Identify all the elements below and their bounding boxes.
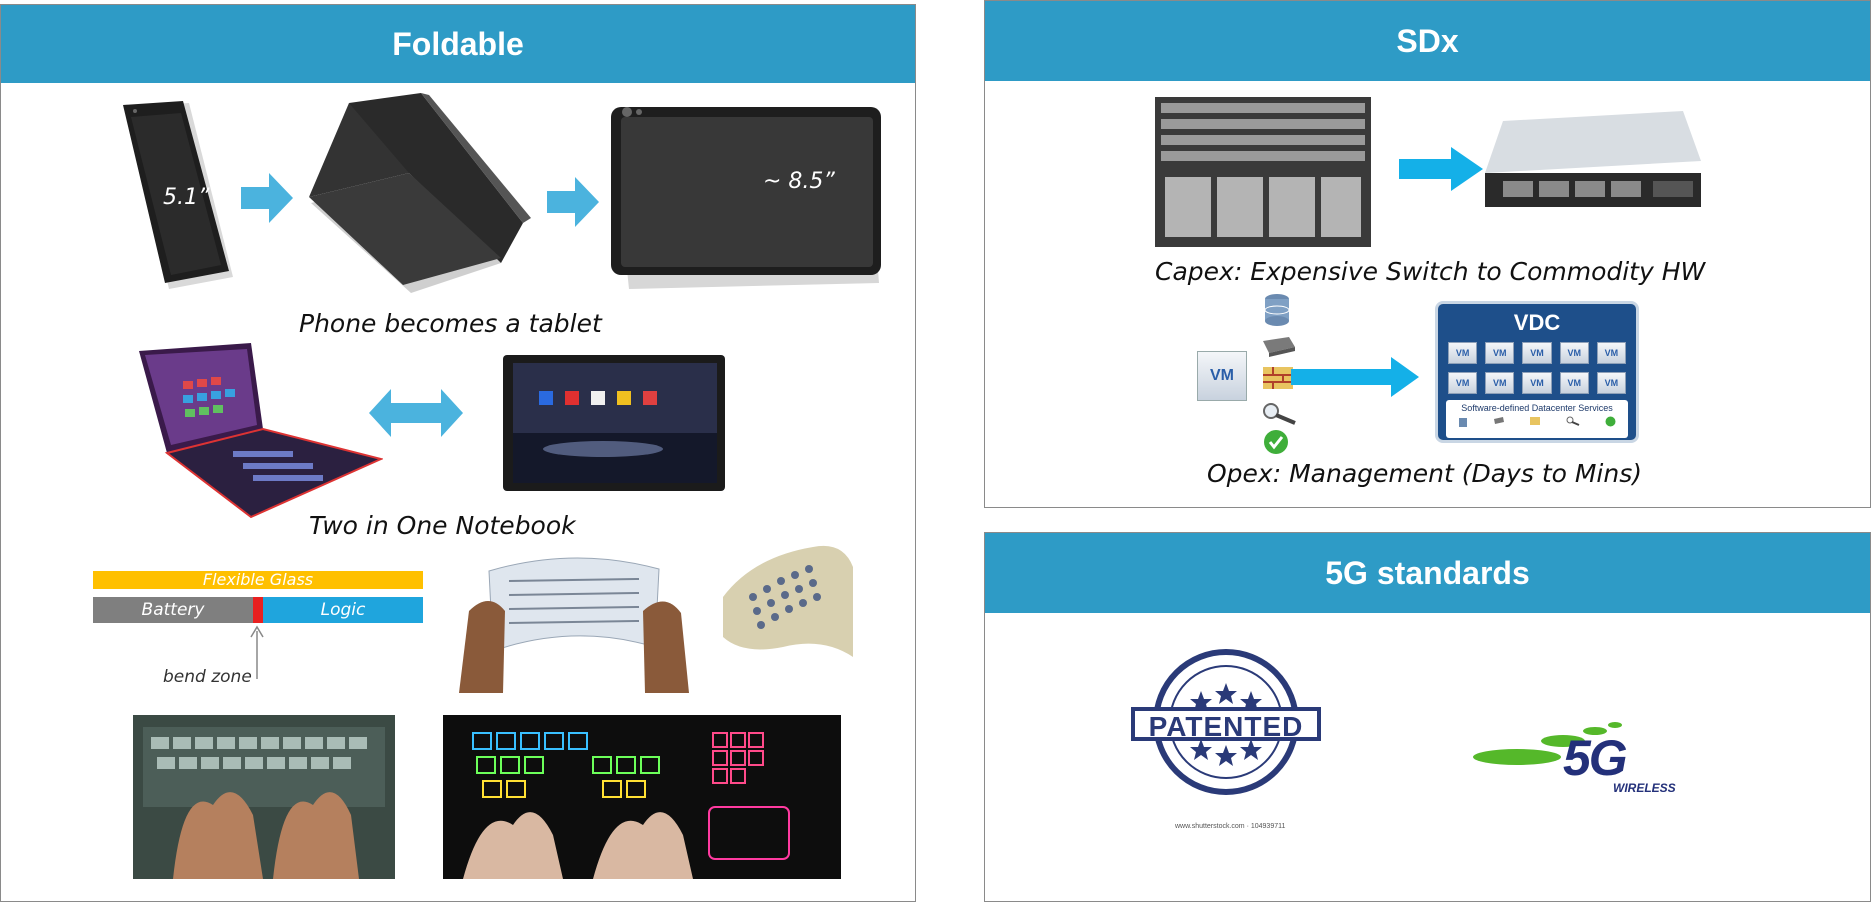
bend-zone-marker — [253, 597, 263, 623]
magnifier-icon — [1261, 401, 1299, 425]
vdc-vm-tile: VM — [1559, 372, 1589, 394]
vdc-title: VDC — [1513, 310, 1561, 335]
arrow-right-icon — [1291, 357, 1419, 397]
vdc-vm-tile: VM — [1485, 372, 1515, 394]
caption-phone-tablet: Phone becomes a tablet — [299, 309, 602, 338]
database-icon — [1263, 293, 1291, 327]
tablet-apps-image — [483, 349, 729, 493]
storage-drive-icon — [1259, 335, 1297, 357]
vm-icon: VM — [1197, 351, 1247, 401]
double-arrow-icon — [369, 389, 463, 437]
stamp-credit: www.shutterstock.com · 104939711 — [1175, 823, 1286, 830]
vm-label: VM — [1210, 367, 1234, 384]
vdc-vm-tile: VM — [1485, 342, 1515, 364]
magnifier-icon — [1566, 416, 1580, 426]
vdc-box: VDC VM VM VM VM VM VM VM VM VM VM Software-define… — [1435, 301, 1639, 443]
battery-bar: Battery — [93, 597, 253, 623]
checkmark-icon — [1263, 429, 1289, 455]
glowing-keyboard-image — [443, 715, 841, 879]
foldable-title: Foldable — [1, 5, 915, 83]
firewall-icon — [1261, 363, 1297, 393]
vdc-vm-tile: VM — [1448, 372, 1478, 394]
vdc-vm-tile: VM — [1522, 342, 1552, 364]
phone-size-label: 5.1” — [163, 185, 210, 210]
5g-wireless-logo — [1471, 719, 1681, 799]
bend-pointer-arrow — [249, 625, 265, 679]
fiveg-panel: 5G standards PATENTED www.shutterstock.c… — [984, 532, 1871, 902]
bend-zone-label: bend zone — [163, 667, 252, 687]
vdc-vm-tile: VM — [1448, 342, 1478, 364]
vdc-vm-tile: VM — [1559, 342, 1589, 364]
arrow-right-icon — [547, 177, 599, 227]
5g-logo-subtext: WIRELESS — [1613, 781, 1676, 795]
vdc-vm-tile: VM — [1596, 372, 1626, 394]
network-switch-image — [1155, 97, 1371, 247]
vdc-vm-tile: VM — [1596, 342, 1626, 364]
sdx-panel: SDx Capex: Expensive Switch to Commodity… — [984, 0, 1871, 508]
vdc-service-icons — [1446, 416, 1628, 428]
firewall-icon — [1530, 417, 1541, 425]
vdc-footer-strip: Software-defined Datacenter Services — [1446, 400, 1628, 438]
commodity-server-image — [1483, 101, 1705, 231]
caption-two-in-one: Two in One Notebook — [309, 511, 576, 540]
tablet-image — [609, 101, 889, 291]
arrow-right-icon — [1399, 147, 1483, 191]
flexible-glass-label: Flexible Glass — [202, 570, 314, 589]
arrow-right-icon — [241, 173, 293, 223]
flexible-paper-display-image — [459, 551, 689, 693]
patented-stamp-image — [1131, 647, 1321, 797]
battery-label: Battery — [141, 600, 205, 620]
caption-capex: Capex: Expensive Switch to Commodity HW — [1155, 257, 1706, 286]
checkmark-icon — [1605, 416, 1616, 427]
tablet-size-label: ~ 8.5” — [763, 169, 835, 194]
foldable-panel: Foldable 5.1” ~ — [0, 4, 916, 902]
5g-logo-text: 5G — [1563, 730, 1628, 786]
foldable-laptop-image — [133, 341, 383, 521]
database-icon — [1459, 418, 1468, 427]
folding-device-image — [301, 93, 531, 293]
touch-keyboard-image — [133, 715, 395, 879]
storage-drive-icon — [1493, 417, 1504, 424]
flexible-glass-bar: Flexible Glass — [93, 571, 423, 589]
fiveg-title: 5G standards — [985, 533, 1870, 613]
sdx-title: SDx — [985, 1, 1870, 81]
logic-bar: Logic — [263, 597, 423, 623]
flexible-circuit-image — [713, 537, 861, 665]
patented-stamp-text: PATENTED — [1148, 711, 1304, 742]
vdc-footer-text: Software-defined Datacenter Services — [1461, 403, 1613, 413]
vdc-vm-tile: VM — [1522, 372, 1552, 394]
vdc-vm-grid: VM VM VM VM VM VM VM VM VM VM — [1448, 342, 1626, 394]
phone-image — [121, 99, 236, 289]
caption-opex: Opex: Management (Days to Mins) — [1207, 459, 1642, 488]
logic-label: Logic — [320, 600, 366, 620]
